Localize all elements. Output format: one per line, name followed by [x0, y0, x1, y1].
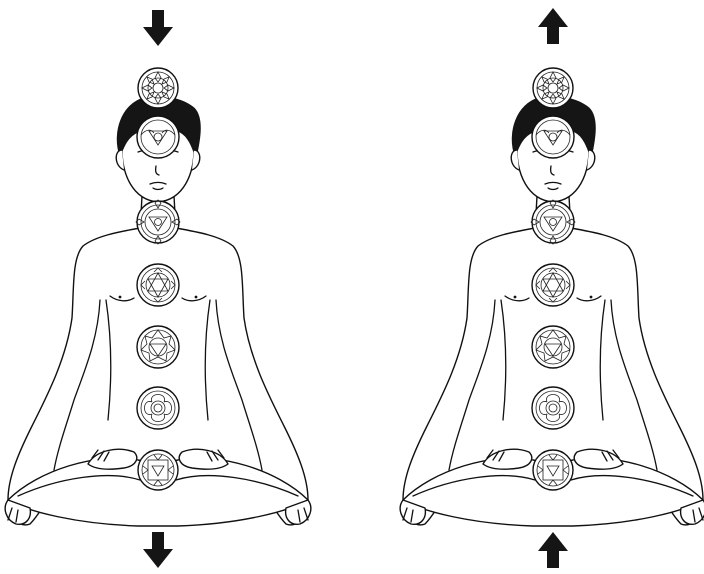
crown-chakra-icon [533, 68, 573, 108]
third-eye-chakra-icon [137, 116, 179, 158]
left-figure [5, 10, 311, 568]
solar-plexus-chakra-icon [137, 326, 179, 368]
arrow-up-icon [538, 8, 568, 44]
root-chakra-icon [138, 450, 178, 490]
arrow-up-icon [538, 532, 568, 568]
heart-chakra-icon [137, 264, 179, 306]
sacral-chakra-icon [532, 387, 574, 429]
heart-chakra-icon [532, 264, 574, 306]
root-chakra-icon [533, 450, 573, 490]
arrow-down-icon [143, 532, 173, 568]
arrow-down-icon [143, 10, 173, 46]
sacral-chakra-icon [137, 387, 179, 429]
right-figure [400, 8, 704, 568]
solar-plexus-chakra-icon [532, 326, 574, 368]
crown-chakra-icon [138, 68, 178, 108]
third-eye-chakra-icon [532, 116, 574, 158]
